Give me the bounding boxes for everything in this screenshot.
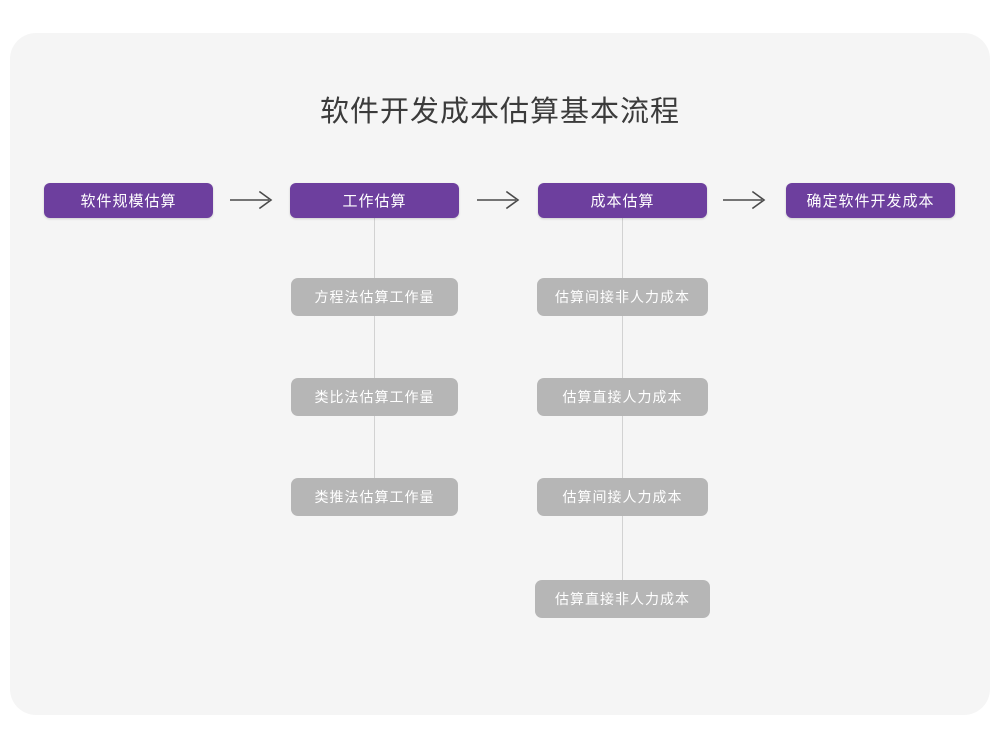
step-node-label: 软件规模估算 bbox=[80, 193, 177, 210]
branch-node-indirect-labor-cost[interactable]: 估算间接人力成本 bbox=[537, 478, 708, 516]
step-node-determine-development-cost[interactable]: 确定软件开发成本 bbox=[786, 183, 955, 218]
branch-node-label: 估算直接人力成本 bbox=[562, 389, 683, 405]
branch-node-label: 估算直接非人力成本 bbox=[555, 591, 690, 607]
diagram-panel bbox=[10, 33, 990, 715]
branch-node-label: 估算间接人力成本 bbox=[562, 489, 683, 505]
branch-node-work-equation-method[interactable]: 方程法估算工作量 bbox=[291, 278, 458, 316]
arrow-2-icon bbox=[476, 189, 522, 211]
branch-node-label: 类比法估算工作量 bbox=[314, 389, 435, 405]
page-title: 软件开发成本估算基本流程 bbox=[319, 96, 680, 128]
step-node-label: 成本估算 bbox=[590, 193, 655, 210]
branch-node-direct-nonlabor-cost[interactable]: 估算直接非人力成本 bbox=[535, 580, 710, 618]
connector-line-work bbox=[374, 217, 375, 515]
branch-node-indirect-nonlabor-cost[interactable]: 估算间接非人力成本 bbox=[537, 278, 708, 316]
step-node-cost-estimation[interactable]: 成本估算 bbox=[538, 183, 707, 218]
branch-node-direct-labor-cost[interactable]: 估算直接人力成本 bbox=[537, 378, 708, 416]
branch-node-label: 类推法估算工作量 bbox=[314, 489, 435, 505]
branch-node-work-inference-method[interactable]: 类推法估算工作量 bbox=[291, 478, 458, 516]
arrow-3-icon bbox=[722, 189, 768, 211]
step-node-software-scale-estimation[interactable]: 软件规模估算 bbox=[44, 183, 213, 218]
step-node-work-estimation[interactable]: 工作估算 bbox=[290, 183, 459, 218]
step-node-label: 确定软件开发成本 bbox=[806, 193, 935, 210]
branch-node-work-analogy-method[interactable]: 类比法估算工作量 bbox=[291, 378, 458, 416]
branch-node-label: 方程法估算工作量 bbox=[314, 289, 435, 305]
connector-line-cost bbox=[622, 217, 623, 617]
step-node-label: 工作估算 bbox=[342, 193, 407, 210]
branch-node-label: 估算间接非人力成本 bbox=[555, 289, 690, 305]
arrow-1-icon bbox=[229, 189, 275, 211]
